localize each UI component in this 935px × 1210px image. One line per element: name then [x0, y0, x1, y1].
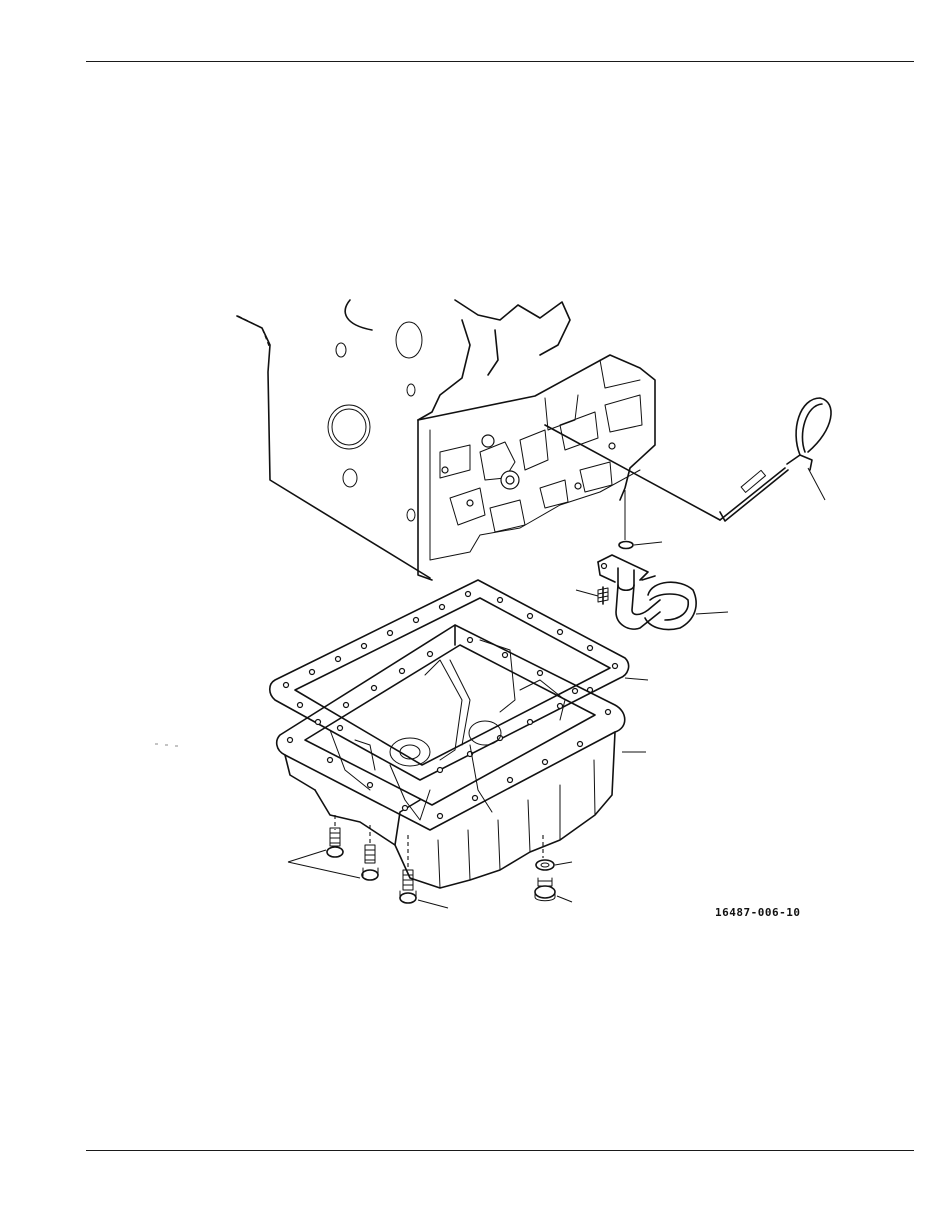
oil-strainer — [575, 490, 729, 631]
gasket-bolt-holes — [282, 590, 619, 774]
oil-pan — [275, 624, 646, 889]
drain-plug — [534, 835, 573, 903]
dipstick — [544, 397, 832, 522]
header-rule — [86, 61, 914, 62]
footer-rule — [86, 1150, 914, 1151]
figure-number: 16487-006-10 — [715, 906, 801, 919]
oil-pan-bolt-holes — [286, 636, 612, 820]
oil-pan-gasket — [268, 579, 649, 781]
oil-pan-bolts — [287, 815, 449, 909]
engine-block — [236, 299, 656, 581]
